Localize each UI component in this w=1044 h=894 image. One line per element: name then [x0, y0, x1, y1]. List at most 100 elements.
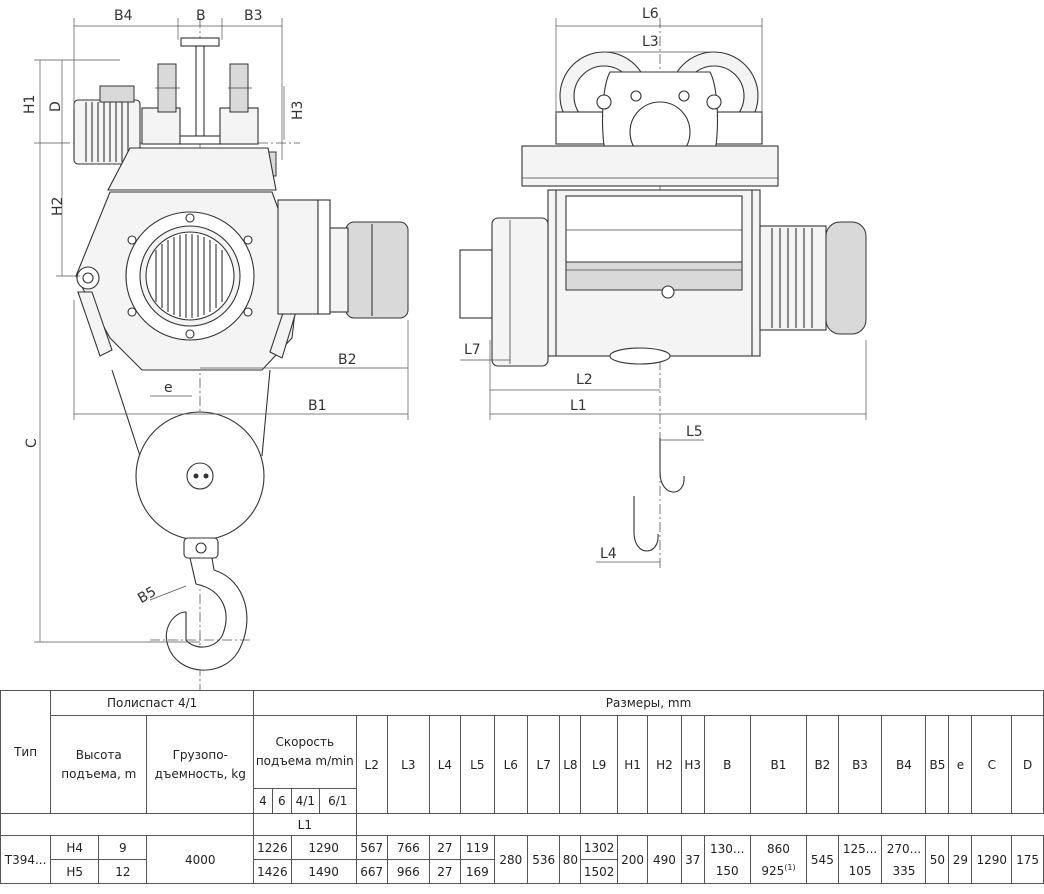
h1-value: 200: [616, 835, 649, 884]
col-b5: B5: [925, 715, 950, 814]
h5-label: H5: [50, 859, 100, 884]
c-value: 1290: [971, 835, 1013, 884]
b1-footnote: (1): [784, 862, 796, 872]
b-a: 130...: [710, 841, 745, 856]
col-c: C: [971, 715, 1013, 814]
l9-a: 1302: [580, 835, 618, 860]
h4-label: H4: [50, 835, 100, 860]
l5-b: 169: [460, 859, 495, 884]
col-e: e: [948, 715, 973, 814]
b3-b: 105: [848, 863, 872, 878]
dim-label-b1: B1: [308, 398, 327, 414]
b-b: 150: [715, 863, 739, 878]
l7-value: 536: [527, 835, 561, 884]
front-view: L6 L3 L7 L2 L1 L5 L4: [459, 6, 867, 570]
dim-label-l3: L3: [642, 34, 659, 50]
col-d: D: [1011, 715, 1044, 814]
dim-label-h1: H1: [22, 95, 38, 114]
side-view: B4 B B3 H1 D H2 C H3 B2 B1 e B5: [22, 8, 409, 690]
lift-height-header: Высота подъема, m: [50, 715, 148, 814]
col-h2: H2: [647, 715, 682, 814]
l1-b-1: 1426: [253, 859, 292, 884]
dim-label-b3: B3: [244, 8, 263, 24]
l3-b: 966: [386, 859, 430, 884]
hook: [166, 557, 248, 671]
hoist-dimension-drawing: B4 B B3 H1 D H2 C H3 B2 B1 e B5: [22, 6, 867, 690]
l1-a-1: 1226: [253, 835, 292, 860]
speed-col-4-1: 4/1: [290, 788, 320, 814]
rail-beam: [177, 37, 223, 145]
dim-label-l1: L1: [570, 398, 587, 414]
capacity-value: 4000: [146, 835, 255, 884]
speed-col-4: 4: [253, 788, 273, 814]
dim-label-h2: H2: [50, 197, 66, 216]
col-l9: L9: [580, 715, 618, 814]
col-l3: L3: [386, 715, 430, 814]
dim-label-l5: L5: [686, 424, 703, 440]
type-value: Т394...: [0, 835, 52, 884]
dim-label-b5: B5: [135, 584, 159, 607]
b1-b-wrap: 925(1): [751, 860, 805, 882]
b1-b: 925: [761, 863, 785, 878]
dim-label-l4: L4: [600, 546, 617, 562]
l8-value: 80: [559, 835, 582, 884]
hoist-motor: [277, 199, 409, 319]
b4-b: 335: [892, 863, 916, 878]
dim-label-b: B: [196, 8, 206, 24]
l4-a: 27: [428, 835, 462, 860]
capacity-header: Грузопо-дъемность, kg: [146, 715, 255, 814]
col-b3: B3: [837, 715, 883, 814]
b4-a: 270...: [886, 841, 922, 856]
b3-value: 125... 105: [837, 835, 883, 884]
h2-value: 490: [647, 835, 682, 884]
l1-a-2: 1290: [290, 835, 357, 860]
b1-a: 860: [767, 841, 790, 856]
l6-value: 280: [493, 835, 529, 884]
col-h3: H3: [680, 715, 705, 814]
polispast-header: Полиспаст 4/1: [50, 690, 255, 716]
l4-b: 27: [428, 859, 462, 884]
dimensions-header: Размеры, mm: [253, 690, 1044, 716]
dim-label-b2: B2: [338, 352, 357, 368]
speed-col-6-1: 6/1: [318, 788, 357, 814]
speed-header: Скорость подъема m/min: [253, 715, 357, 789]
l9-b: 1502: [580, 859, 618, 884]
dimensions-table: Тип Полиспаст 4/1 Размеры, mm Высота под…: [0, 690, 1044, 884]
h4-value: 9: [98, 835, 148, 860]
l2-a: 567: [355, 835, 388, 860]
left-motor: [459, 217, 549, 367]
hoist-frame: [547, 189, 761, 365]
l3-a: 766: [386, 835, 430, 860]
hoist-body: [75, 191, 304, 371]
b4-value: 270... 335: [881, 835, 927, 884]
col-l8: L8: [559, 715, 582, 814]
dim-label-d: D: [48, 101, 64, 112]
travel-motor: [73, 85, 141, 165]
b-value: 130... 150: [703, 835, 751, 884]
d-value: 175: [1011, 835, 1044, 884]
drum-slats: [155, 234, 223, 318]
speed-col-6: 6: [271, 788, 292, 814]
h3-value: 37: [680, 835, 705, 884]
col-l2: L2: [355, 715, 388, 814]
b5-value: 50: [925, 835, 950, 884]
h5-value: 12: [98, 859, 148, 884]
b1-value: 860 925(1): [749, 835, 808, 884]
col-b2: B2: [806, 715, 839, 814]
dim-label-l7: L7: [464, 342, 481, 358]
col-b: B: [703, 715, 751, 814]
dim-label-c: C: [24, 438, 40, 448]
l2-b: 667: [355, 859, 388, 884]
hook-block: [135, 411, 265, 559]
dim-label-l6: L6: [642, 6, 659, 22]
l1-b-2: 1490: [290, 859, 357, 884]
right-motor: [759, 221, 867, 335]
col-l6: L6: [493, 715, 529, 814]
e-value: 29: [948, 835, 973, 884]
dim-label-h3: H3: [290, 101, 306, 120]
col-h1: H1: [616, 715, 649, 814]
col-l7: L7: [527, 715, 561, 814]
dim-label-l2: L2: [576, 372, 593, 388]
col-type-header: Тип: [0, 690, 52, 814]
b2-value: 545: [806, 835, 839, 884]
